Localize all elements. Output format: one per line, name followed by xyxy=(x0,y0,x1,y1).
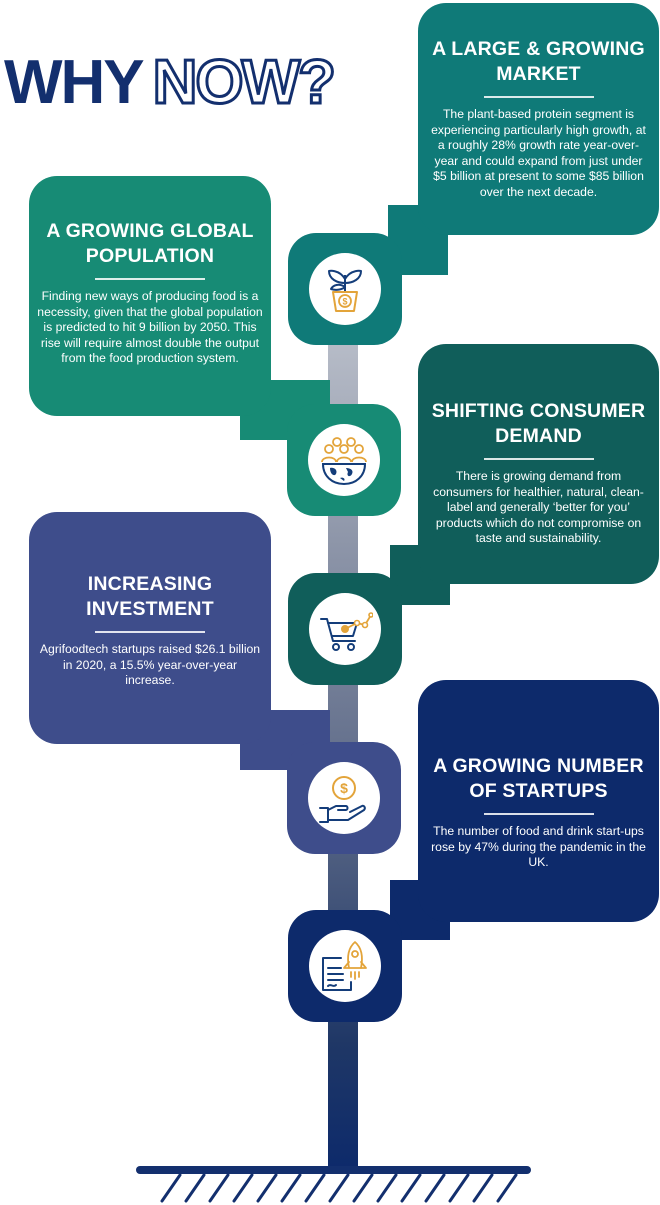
icon-circle xyxy=(309,930,381,1002)
card-heading: A LARGE & GROWING MARKET xyxy=(432,38,645,85)
icon-circle: $ xyxy=(308,762,380,834)
card-growing-global-population: A GROWING GLOBAL POPULATION Finding new … xyxy=(29,176,271,416)
badge-startups xyxy=(288,910,402,1022)
card-text: The number of food and drink start-ups r… xyxy=(431,824,646,870)
badge-market: $ xyxy=(288,233,402,345)
title-word-now: NOW? xyxy=(151,48,337,117)
card-text: There is growing demand from consumers f… xyxy=(433,469,644,546)
ground-line xyxy=(136,1166,531,1174)
heading-divider xyxy=(483,813,594,815)
people-globe-icon xyxy=(321,437,367,486)
card-text: Agrifoodtech startups raised $26.1 billi… xyxy=(39,642,261,688)
svg-text:$: $ xyxy=(342,297,347,307)
heading-divider xyxy=(95,278,205,280)
card-heading: INCREASING INVESTMENT xyxy=(86,573,214,620)
svg-text:$: $ xyxy=(340,780,348,796)
badge-population xyxy=(287,404,401,516)
ground-hatching xyxy=(160,1173,518,1203)
title-word-why: WHY xyxy=(4,48,145,117)
icon-circle xyxy=(308,424,380,496)
heading-divider xyxy=(95,631,205,633)
badge-consumer-demand xyxy=(288,573,402,685)
plant-money-icon: $ xyxy=(328,269,362,312)
card-heading: A GROWING NUMBER OF STARTUPS xyxy=(433,755,644,802)
card-heading: A GROWING GLOBAL POPULATION xyxy=(46,220,254,267)
card-heading: SHIFTING CONSUMER DEMAND xyxy=(431,400,646,447)
rocket-document-icon xyxy=(322,941,367,991)
icon-circle xyxy=(309,593,381,665)
card-text: Finding new ways of producing food is a … xyxy=(37,289,263,366)
card-increasing-investment: INCREASING INVESTMENT Agrifoodtech start… xyxy=(29,512,271,744)
card-shifting-consumer-demand: SHIFTING CONSUMER DEMAND There is growin… xyxy=(418,344,659,584)
heading-divider xyxy=(483,458,594,460)
hand-coin-icon: $ xyxy=(319,776,366,823)
card-growing-number-of-startups: A GROWING NUMBER OF STARTUPS The number … xyxy=(418,680,659,922)
icon-circle: $ xyxy=(309,253,381,325)
card-large-growing-market: A LARGE & GROWING MARKET The plant-based… xyxy=(418,3,659,235)
card-text: The plant-based protein segment is exper… xyxy=(431,107,646,199)
shopping-cart-trend-icon xyxy=(320,612,373,651)
badge-investment: $ xyxy=(287,742,401,854)
heading-divider xyxy=(483,96,594,98)
